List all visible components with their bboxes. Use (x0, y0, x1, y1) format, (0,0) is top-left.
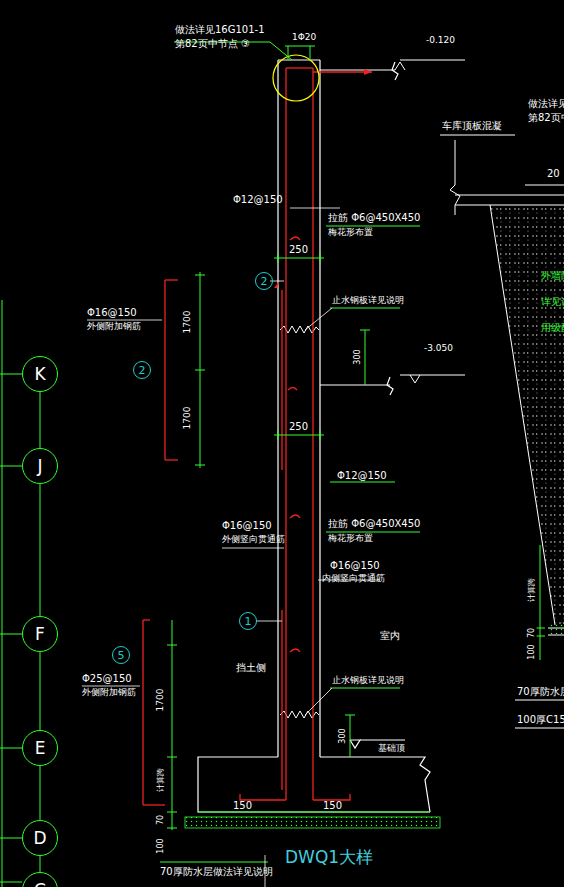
axis-bubble: K (22, 356, 58, 392)
axis-connector (40, 484, 41, 616)
annotation-text: 止水钢板详见说明 (332, 296, 404, 306)
annotation-text: 做法详见16G101-1 (175, 24, 265, 35)
dimension-text: 100 (157, 837, 166, 854)
dimension-text: 计算跨 (528, 577, 537, 603)
callout-text: 2 (261, 276, 268, 287)
dimension-text: 300 (339, 727, 348, 744)
callout-number: 2 (133, 361, 151, 379)
callout-text: 2 (139, 365, 146, 376)
dimension-text: 70 (528, 627, 537, 639)
annotation-text: 100厚C15 (517, 714, 564, 725)
annotation-text: Φ12@150 (233, 194, 283, 205)
annotation-text: Φ16@150 (330, 560, 380, 571)
annotation-text: 第82页中 (528, 112, 564, 123)
annotation-text: 做法详见1 (528, 98, 564, 109)
dimension-text: 70 (157, 814, 166, 826)
annotation-text: 梅花形布置 (328, 534, 373, 544)
annotation-text: Φ12@150 (337, 470, 387, 481)
annotation-text: 车库顶板混凝 (442, 120, 502, 131)
drawing-title: DWQ1大样 (285, 848, 373, 867)
axis-letter: F (35, 626, 45, 643)
axis-bubble: E (22, 730, 58, 766)
annotation-text: 150 (323, 800, 342, 811)
annotation-text: 止水钢板详见说明 (332, 676, 404, 686)
dimension-text: 1700 (183, 310, 193, 335)
axis-bubble: C (22, 872, 58, 887)
annotation-text: -0.120 (426, 36, 455, 46)
annotation-text: 150 (233, 800, 252, 811)
annotation-text: 70厚防水层做法详见说明 (160, 866, 273, 877)
callout-text: 1 (245, 616, 252, 627)
axis-letter: C (34, 882, 46, 887)
annotation-text: 外侧附加钢筋 (82, 688, 136, 698)
axis-connector (40, 856, 41, 872)
annotation-text: Φ16@150 (222, 520, 272, 531)
dimension-text: 300 (354, 348, 363, 365)
annotation-text: Φ25@150 (82, 673, 132, 684)
annotation-text: -3.050 (424, 344, 453, 354)
annotation-text: 第82页中节点 ③ (175, 38, 250, 49)
callout-number: 1 (239, 612, 257, 630)
axis-letter: K (34, 366, 45, 383)
annotation-text: 拉筋 Φ6@450X450 (328, 212, 420, 223)
annotation-text: 内侧竖向贯通筋 (322, 574, 385, 584)
axis-letter: J (37, 458, 42, 475)
annotation-text: 基础顶 (378, 744, 405, 754)
axis-bubble: D (22, 820, 58, 856)
annotation-text: 用级配砂石 (541, 322, 564, 333)
annotation-text: 250 (289, 421, 308, 432)
callout-number: 2 (255, 272, 273, 290)
axis-connector (40, 652, 41, 730)
dimension-text: 1700 (183, 406, 193, 431)
dimension-text: 计算跨 (157, 767, 166, 793)
callout-number: 5 (112, 646, 130, 664)
annotation-text: 20 (547, 168, 560, 179)
annotation-text: 拉筋 Φ6@450X450 (328, 518, 420, 529)
axis-letter: E (35, 740, 46, 757)
annotation-text: 详见说 (541, 296, 564, 307)
annotation-text: 外侧附加钢筋 (87, 322, 141, 332)
annotation-text: Φ16@150 (87, 307, 137, 318)
annotation-text: 外墙防 (541, 270, 564, 281)
annotation-text: 梅花形布置 (328, 228, 373, 238)
dimension-text: 1700 (156, 688, 166, 713)
dimension-text: 100 (528, 643, 537, 660)
annotation-text: 70厚防水层 (517, 686, 564, 697)
axis-bubble: F (22, 616, 58, 652)
annotation-text: 外侧竖向贯通筋 (222, 535, 285, 545)
axis-bubble: J (22, 448, 58, 484)
callout-text: 5 (118, 650, 125, 661)
axis-connector (40, 766, 41, 820)
annotation-text: 挡土侧 (236, 662, 266, 673)
axis-connector (40, 392, 41, 448)
annotation-text: 250 (289, 244, 308, 255)
annotation-text: 室内 (380, 630, 400, 641)
annotation-text: 1Φ20 (292, 33, 316, 43)
axis-letter: D (33, 830, 46, 847)
